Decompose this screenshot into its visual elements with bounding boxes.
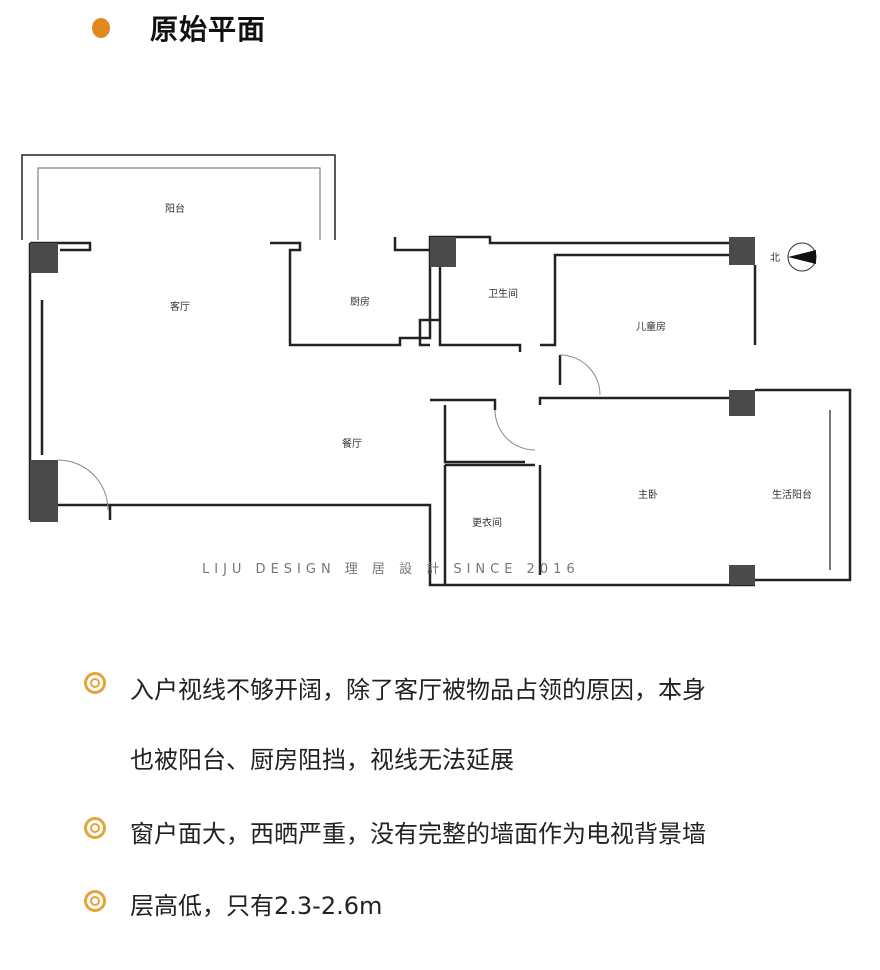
entry-door-swing (57, 459, 109, 511)
structural-columns (30, 237, 755, 585)
room-label-dining: 餐厅 (342, 437, 362, 450)
note-1-line-2: 也被阳台、厨房阻挡，视线无法延展 (130, 746, 514, 774)
north-label: 北 (770, 252, 780, 264)
column (729, 565, 755, 585)
column (729, 237, 755, 265)
room-label-bathroom: 卫生间 (488, 287, 518, 300)
bullet-icon (84, 817, 106, 839)
kids-bottom-wall (538, 355, 730, 405)
room-label-closet: 更衣间 (472, 516, 502, 529)
column (30, 243, 58, 273)
kids-left-wall (540, 253, 740, 347)
room-label-kids-room: 儿童房 (636, 320, 666, 333)
note-1-line-1: 入户视线不够开阔，除了客厅被物品占领的原因，本身 (130, 676, 706, 704)
north-arrow-icon (787, 242, 817, 272)
page-title: 原始平面 (150, 13, 267, 46)
floor-plan: 阳台 客厅 厨房 卫生间 儿童房 餐厅 主卧 更衣间 生活阳台 北 LIJU D… (21, 154, 852, 587)
north-wall (270, 235, 755, 347)
column (729, 390, 755, 416)
south-wall (58, 503, 755, 587)
east-wall (753, 265, 852, 582)
room-label-kitchen: 厨房 (350, 295, 370, 308)
room-label-balcony: 阳台 (165, 202, 185, 215)
watermark-text: LIJU DESIGN 理 居 設 計 SINCE 2016 (202, 561, 580, 577)
note-2-line-1: 窗户面大，西晒严重，没有完整的墙面作为电视背景墙 (130, 820, 706, 848)
note-3-line-1: 层高低，只有2.3-2.6m (130, 892, 383, 920)
title-bullet-dot (92, 18, 110, 38)
column (30, 460, 58, 522)
master-left-wall (430, 398, 525, 464)
living-top-wall (30, 241, 92, 252)
room-label-master-bedroom: 主卧 (638, 488, 658, 501)
room-label-utility-balcony: 生活阳台 (772, 488, 812, 501)
bullet-icon (84, 672, 106, 694)
column (430, 237, 456, 267)
room-label-living: 客厅 (170, 300, 190, 313)
closet-wall (443, 463, 542, 585)
balcony-wall (21, 154, 336, 240)
bullet-icon (84, 890, 106, 912)
